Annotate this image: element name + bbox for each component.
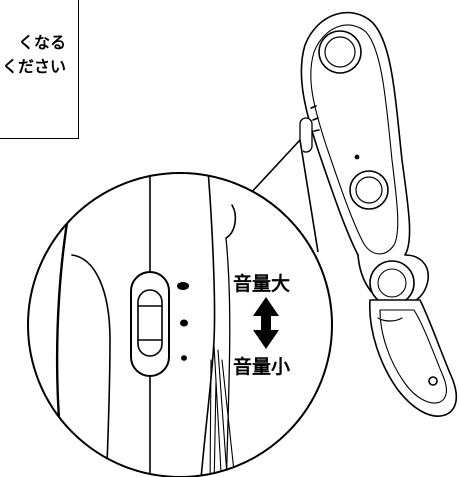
note-box: くなる ください xyxy=(0,0,79,139)
callout-wedge xyxy=(247,139,328,253)
volume-down-label: 音量小 xyxy=(233,356,291,378)
double-vertical-arrow-icon xyxy=(253,297,279,349)
volume-slider-switch xyxy=(130,271,170,377)
magnifier-circle xyxy=(27,172,333,477)
volume-dot-small xyxy=(181,355,187,361)
volume-dot-large xyxy=(177,282,189,290)
note-line-2: ください xyxy=(1,57,66,76)
volume-dot-medium xyxy=(180,319,188,327)
device-illustration xyxy=(299,11,458,417)
note-line-1: くなる xyxy=(17,33,66,52)
volume-up-label: 音量大 xyxy=(233,273,291,295)
volume-dots xyxy=(177,282,189,361)
